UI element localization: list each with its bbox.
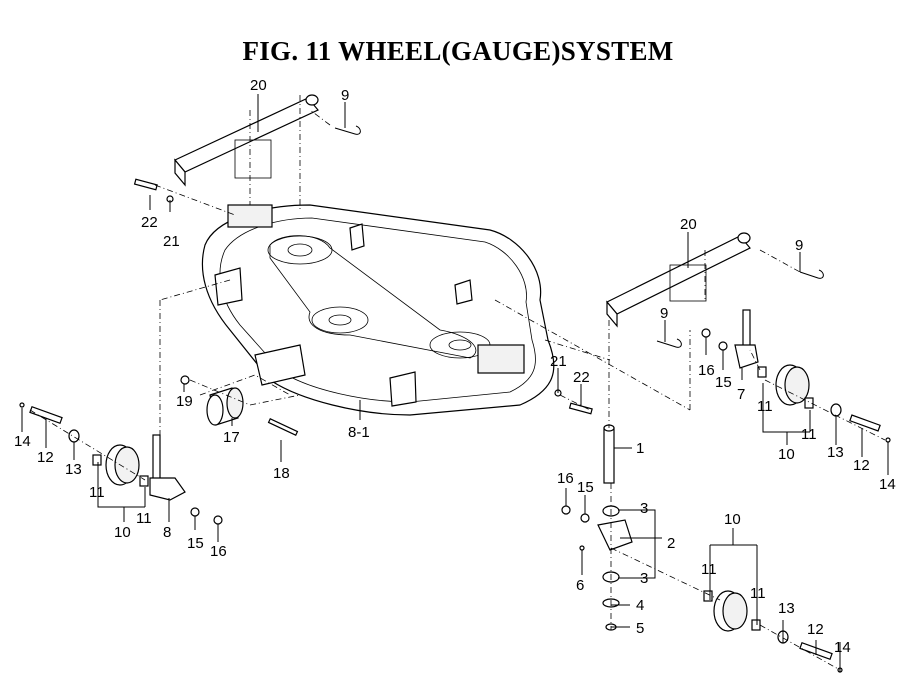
callout-13-left: 13 (65, 461, 82, 478)
callout-labels: 20 9 22 21 20 9 9 21 22 16 15 7 11 11 10… (14, 77, 896, 656)
callout-10-left: 10 (114, 524, 131, 541)
callout-5: 5 (636, 620, 644, 637)
callout-16-left: 16 (210, 543, 227, 560)
callout-3-lower: 3 (640, 570, 648, 587)
callout-21-left: 21 (163, 233, 180, 250)
callout-12-right: 12 (853, 457, 870, 474)
callout-15-left: 15 (187, 535, 204, 552)
callout-2: 2 (667, 535, 675, 552)
callout-15-right: 15 (715, 374, 732, 391)
callout-1: 1 (636, 440, 644, 457)
callout-18: 18 (273, 465, 290, 482)
callout-4: 4 (636, 597, 644, 614)
callout-17: 17 (223, 429, 240, 446)
callout-6: 6 (576, 577, 584, 594)
callout-16-center: 16 (557, 470, 574, 487)
callout-9-top-right: 9 (795, 237, 803, 254)
callout-10-right: 10 (778, 446, 795, 463)
callout-13-right: 13 (827, 444, 844, 461)
callout-11-right-b: 11 (801, 426, 817, 443)
hair-pin-right (799, 269, 824, 279)
callout-15-center: 15 (577, 479, 594, 496)
callout-11-center-a: 11 (701, 561, 717, 578)
nut-19 (180, 375, 190, 385)
center-caster-assembly (561, 424, 843, 673)
gauge-bar-right (606, 232, 751, 328)
callout-22-right: 22 (573, 369, 590, 386)
callout-19: 19 (176, 393, 193, 410)
bolt-18 (267, 418, 299, 436)
callout-11-left-b: 11 (136, 510, 152, 527)
callout-21-right: 21 (550, 353, 567, 370)
callout-20-right: 20 (680, 216, 697, 233)
callout-7: 7 (737, 386, 745, 403)
hair-pin-center (656, 338, 682, 348)
callout-13-center: 13 (778, 600, 795, 617)
right-wheel-assembly-upper (701, 309, 891, 443)
callout-9-top-left: 9 (341, 87, 349, 104)
callout-8: 8 (163, 524, 171, 541)
bolt-22-left (133, 178, 158, 191)
callout-16-right: 16 (698, 362, 715, 379)
hair-pin-left (334, 125, 361, 135)
callout-12-left: 12 (37, 449, 54, 466)
callout-3-upper: 3 (640, 500, 648, 517)
callout-9-center: 9 (660, 305, 668, 322)
callout-14-center: 14 (834, 639, 851, 656)
gauge-bar-left (174, 94, 319, 187)
callout-14-left: 14 (14, 433, 31, 450)
callout-12-center: 12 (807, 621, 824, 638)
figure-title: FIG. 11 WHEEL(GAUGE)SYSTEM (242, 36, 674, 66)
roller-17 (206, 387, 244, 426)
callout-14-right: 14 (879, 476, 896, 493)
callout-11-center-b: 11 (750, 585, 766, 602)
callout-10-center: 10 (724, 511, 741, 528)
callout-11-left-a: 11 (89, 484, 105, 501)
callout-22-left: 22 (141, 214, 158, 231)
callout-11-right-a: 11 (757, 398, 773, 415)
bolt-22-right (568, 402, 593, 415)
mower-deck (201, 204, 555, 416)
leader-lines (21, 94, 889, 672)
callout-8-1: 8-1 (348, 424, 370, 441)
callout-20-left: 20 (250, 77, 267, 94)
